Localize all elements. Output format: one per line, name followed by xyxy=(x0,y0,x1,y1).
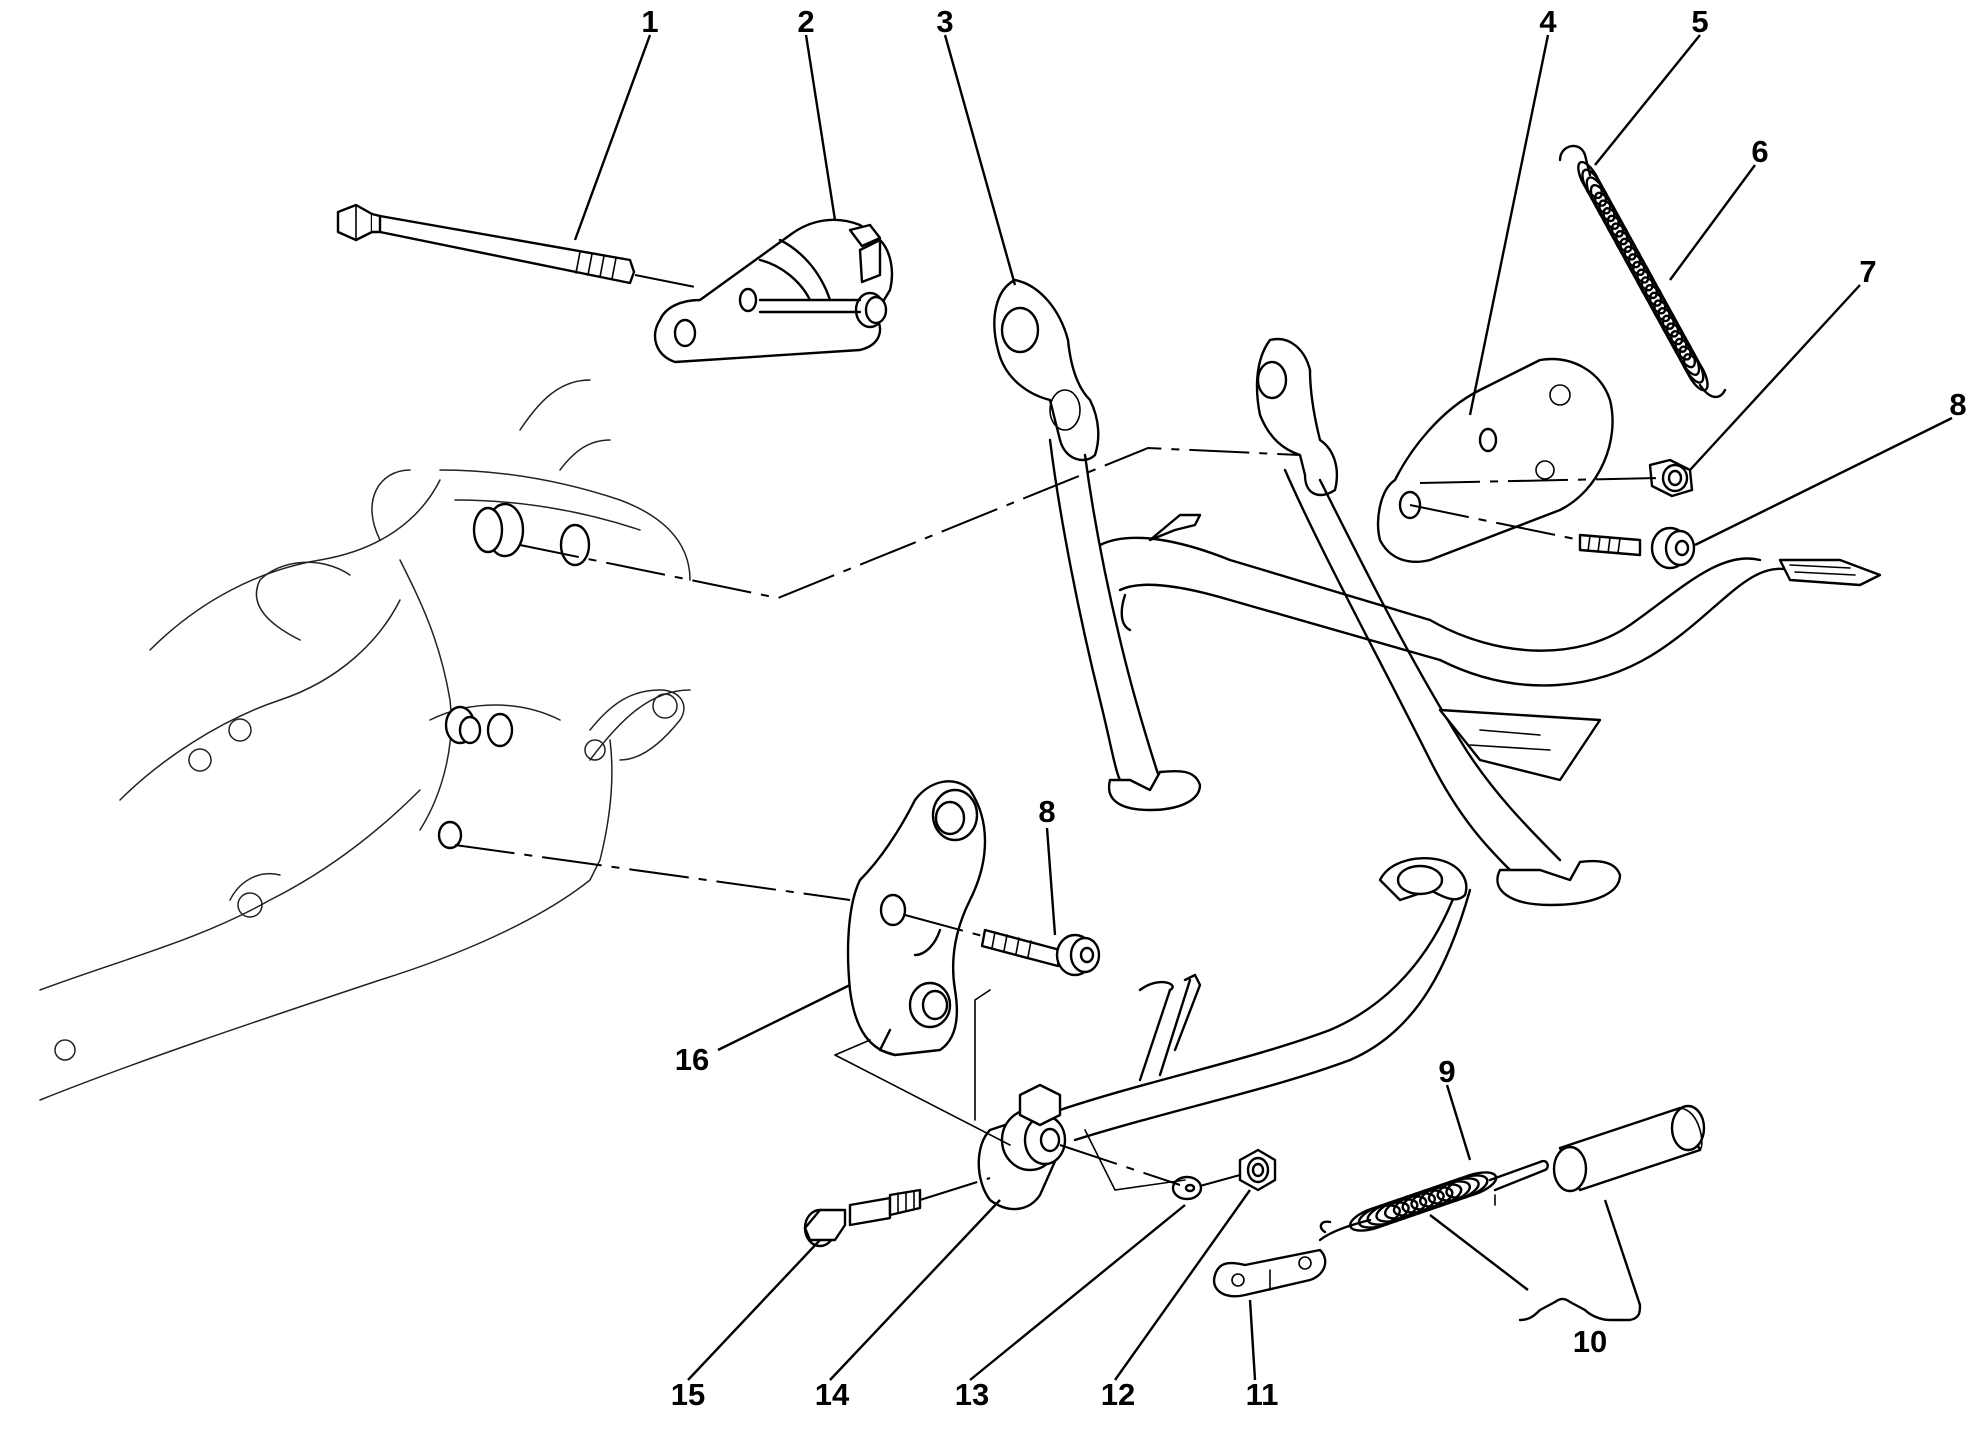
leader-lines xyxy=(573,34,1953,1381)
callout-5: 5 xyxy=(1691,4,1708,39)
shoulder-bolt xyxy=(803,1188,922,1248)
side-stand-spring xyxy=(1318,1159,1549,1242)
callout-9: 9 xyxy=(1438,1054,1455,1089)
washer xyxy=(1171,1175,1203,1201)
center-stand xyxy=(993,278,1882,907)
assembly-guide-lines xyxy=(454,274,1661,1206)
upper-bracket xyxy=(653,218,894,364)
hex-nut-lower xyxy=(1238,1148,1277,1192)
hex-nut-upper xyxy=(1648,458,1694,498)
spring-plate xyxy=(1212,1248,1327,1298)
callout-6: 6 xyxy=(1751,134,1768,169)
callout-1: 1 xyxy=(641,4,658,39)
socket-bolt-lower xyxy=(980,928,1101,977)
long-bolt xyxy=(336,203,636,285)
socket-bolt-upper xyxy=(1578,526,1696,570)
stand-spring xyxy=(1558,144,1727,399)
callout-3: 3 xyxy=(936,4,953,39)
callout-8-lower: 8 xyxy=(1038,794,1055,829)
engine-crankcase xyxy=(39,379,691,1101)
callout-15: 15 xyxy=(671,1377,705,1412)
stand-spring-coil xyxy=(1682,353,1709,392)
brace-10 xyxy=(1518,1297,1642,1322)
side-stand-leg xyxy=(977,857,1472,1211)
callout-10: 10 xyxy=(1573,1324,1607,1359)
side-stand-spring-coil xyxy=(1445,1171,1498,1199)
side-stand-spring-coil xyxy=(1427,1177,1480,1205)
callout-4: 4 xyxy=(1539,4,1557,39)
callout-labels: 1 2 3 4 5 6 7 8 8 9 10 11 12 13 14 15 16 xyxy=(641,4,1966,1412)
spring-sleeve xyxy=(1552,1104,1706,1193)
callout-14: 14 xyxy=(815,1377,850,1412)
callout-12: 12 xyxy=(1101,1377,1135,1412)
callout-11: 11 xyxy=(1246,1377,1279,1412)
callout-2: 2 xyxy=(797,4,814,39)
callout-13: 13 xyxy=(955,1377,989,1412)
side-stand-spring-coil xyxy=(1418,1180,1472,1208)
mounting-plate xyxy=(1376,357,1614,563)
callout-8-upper: 8 xyxy=(1949,387,1966,422)
side-stand-spring-coil xyxy=(1436,1174,1489,1202)
callout-16: 16 xyxy=(675,1042,709,1077)
callout-7: 7 xyxy=(1859,254,1876,289)
